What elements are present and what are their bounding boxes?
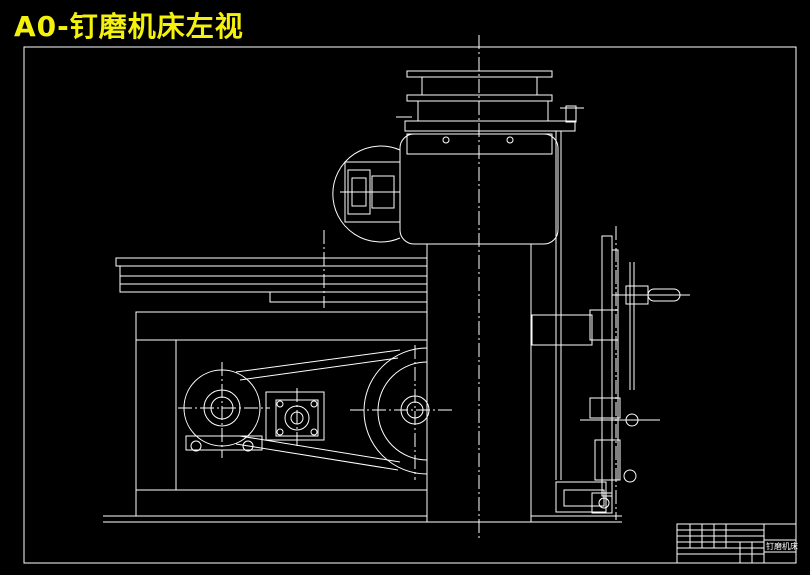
round-cover (332, 145, 401, 243)
centerlines (178, 35, 617, 540)
base-frame (103, 311, 622, 523)
title-block: 钉磨机床 (676, 523, 798, 564)
large-pulley (363, 347, 430, 475)
bearing-block (265, 391, 325, 441)
drawing-title: A0-钉磨机床左视 (14, 10, 244, 43)
small-pulley (183, 369, 263, 452)
work-table (115, 257, 428, 303)
right-frame (531, 130, 607, 513)
top-flange (396, 70, 584, 132)
handwheel (580, 235, 690, 514)
title-block-name: 钉磨机床 (766, 541, 798, 551)
sheet-border (23, 46, 797, 564)
